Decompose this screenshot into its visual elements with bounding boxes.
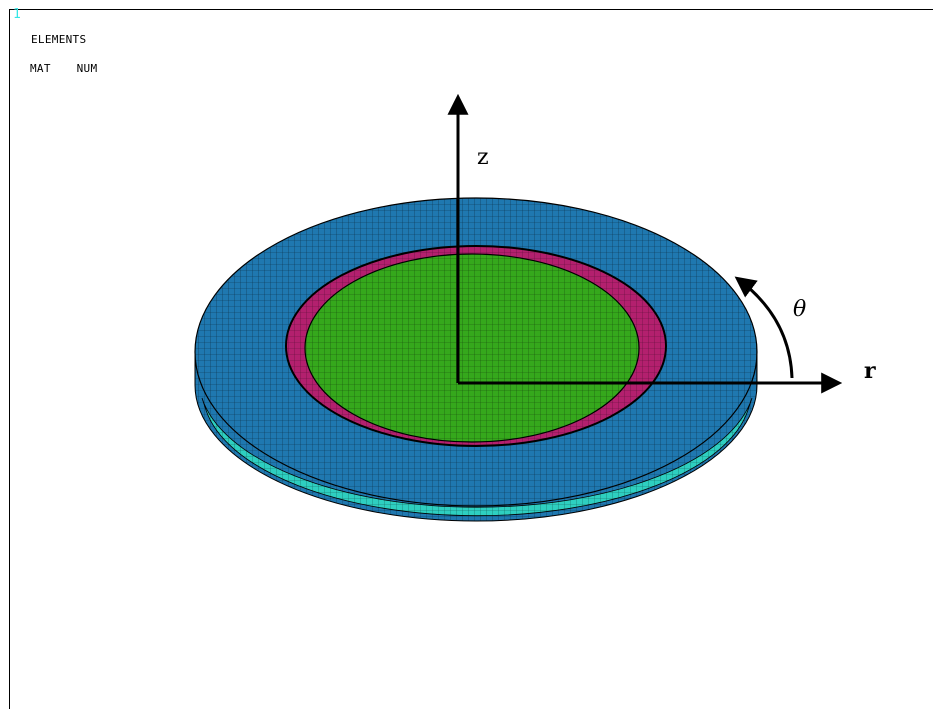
r-axis-label: r [864, 358, 876, 384]
inner-disk [304, 253, 640, 443]
window-number: 1 [13, 7, 21, 22]
plot-option-label: MAT NUM [30, 62, 98, 75]
theta-label: θ [793, 297, 806, 322]
graphics-window-frame [9, 9, 933, 709]
z-axis-label: z [477, 145, 489, 170]
plot-type-label: ELEMENTS [31, 33, 87, 46]
theta-arrow [734, 276, 794, 379]
